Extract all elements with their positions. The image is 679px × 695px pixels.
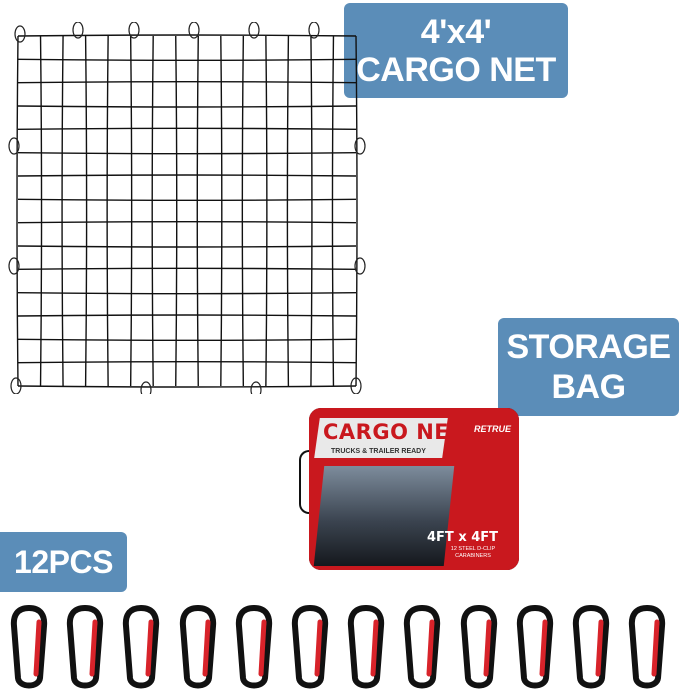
net-hook-icon	[354, 257, 366, 275]
bag-subtitle: TRUCKS & TRAILER READY	[331, 448, 426, 455]
carabiner-icon	[10, 604, 48, 689]
net-hook-icon	[14, 25, 26, 43]
net-hook-icon	[308, 22, 320, 39]
storage-bag-badge-line1: STORAGE	[506, 328, 671, 366]
net-cord-vertical	[310, 35, 313, 387]
net-hook-icon	[250, 381, 262, 394]
storage-bag-image: CARGO NET TRUCKS & TRAILER READY RETRUE …	[299, 402, 521, 574]
carabiner-icon	[123, 604, 160, 689]
bag-body: CARGO NET TRUCKS & TRAILER READY RETRUE …	[309, 408, 519, 570]
net-cord-horizontal	[17, 174, 357, 177]
net-cord-vertical	[355, 35, 358, 387]
net-cord-vertical	[39, 35, 43, 387]
net-cord-vertical	[196, 35, 199, 387]
net-cord-vertical	[106, 35, 109, 387]
bag-brand-logo: RETRUE	[473, 424, 511, 434]
bag-size-label: 4FT x 4FT	[427, 530, 499, 545]
net-cord-horizontal	[17, 267, 357, 271]
net-cord-horizontal	[17, 360, 357, 364]
net-cord-vertical	[331, 35, 335, 387]
carabiner-icon	[235, 604, 272, 689]
net-cord-vertical	[61, 35, 64, 387]
pieces-badge-text: 12PCS	[14, 544, 113, 580]
net-cord-vertical	[286, 35, 290, 387]
net-cord-vertical	[151, 35, 154, 387]
net-cord-vertical	[175, 35, 178, 387]
net-cord-horizontal	[17, 58, 357, 62]
net-hook-icon	[140, 381, 152, 394]
carabiner-icon	[516, 604, 553, 689]
carabiner-icon	[460, 604, 497, 689]
net-cord-vertical	[220, 35, 223, 387]
net-cord-horizontal	[17, 34, 357, 37]
carabiner-icon	[629, 604, 666, 689]
cargo-net-image	[8, 22, 366, 394]
bag-strap	[299, 450, 317, 514]
net-cord-horizontal	[17, 105, 357, 108]
net-cord-horizontal	[17, 338, 357, 342]
net-cord-horizontal	[17, 291, 357, 295]
net-cord-horizontal	[17, 127, 357, 131]
carabiner-icon	[179, 604, 216, 689]
net-hook-icon	[350, 377, 362, 394]
net-cord-vertical	[241, 35, 245, 387]
net-cord-vertical	[129, 35, 133, 387]
net-hook-icon	[8, 137, 20, 155]
cargo-net-badge: 4'x4' CARGO NET	[344, 3, 568, 98]
cargo-net-badge-line1: 4'x4'	[420, 12, 492, 51]
carabiner-icon	[572, 604, 610, 689]
carabiner-row	[0, 604, 679, 695]
carabiner-icon	[404, 604, 441, 689]
pieces-badge: 12PCS	[0, 532, 127, 592]
net-hook-icon	[10, 377, 22, 394]
net-hook-icon	[248, 22, 260, 39]
net-cord-horizontal	[17, 198, 357, 202]
net-cord-horizontal	[17, 245, 357, 248]
storage-bag-badge-line2: BAG	[551, 368, 626, 406]
net-hook-icon	[188, 22, 200, 39]
net-cord-vertical	[16, 35, 19, 387]
net-cord-horizontal	[17, 385, 357, 388]
storage-bag-badge: STORAGE BAG	[498, 318, 679, 416]
net-cord-horizontal	[17, 314, 357, 317]
net-hook-icon	[128, 22, 140, 39]
carabiner-icon	[67, 604, 104, 689]
carabiner-icon	[291, 604, 329, 689]
net-cord-horizontal	[17, 220, 357, 224]
net-hook-icon	[354, 137, 366, 155]
net-cord-vertical	[265, 35, 268, 387]
carabiner-icon	[348, 604, 385, 689]
bag-size-sublabel: 12 STEEL D-CLIP CARABINERS	[450, 546, 496, 559]
net-cord-horizontal	[17, 80, 357, 84]
cargo-net-badge-line2: CARGO NET	[356, 50, 556, 89]
net-hook-icon	[72, 22, 84, 39]
net-cord-vertical	[84, 35, 88, 387]
net-hook-icon	[8, 257, 20, 275]
net-cord-horizontal	[17, 151, 357, 155]
bag-title: CARGO NET	[323, 420, 464, 444]
